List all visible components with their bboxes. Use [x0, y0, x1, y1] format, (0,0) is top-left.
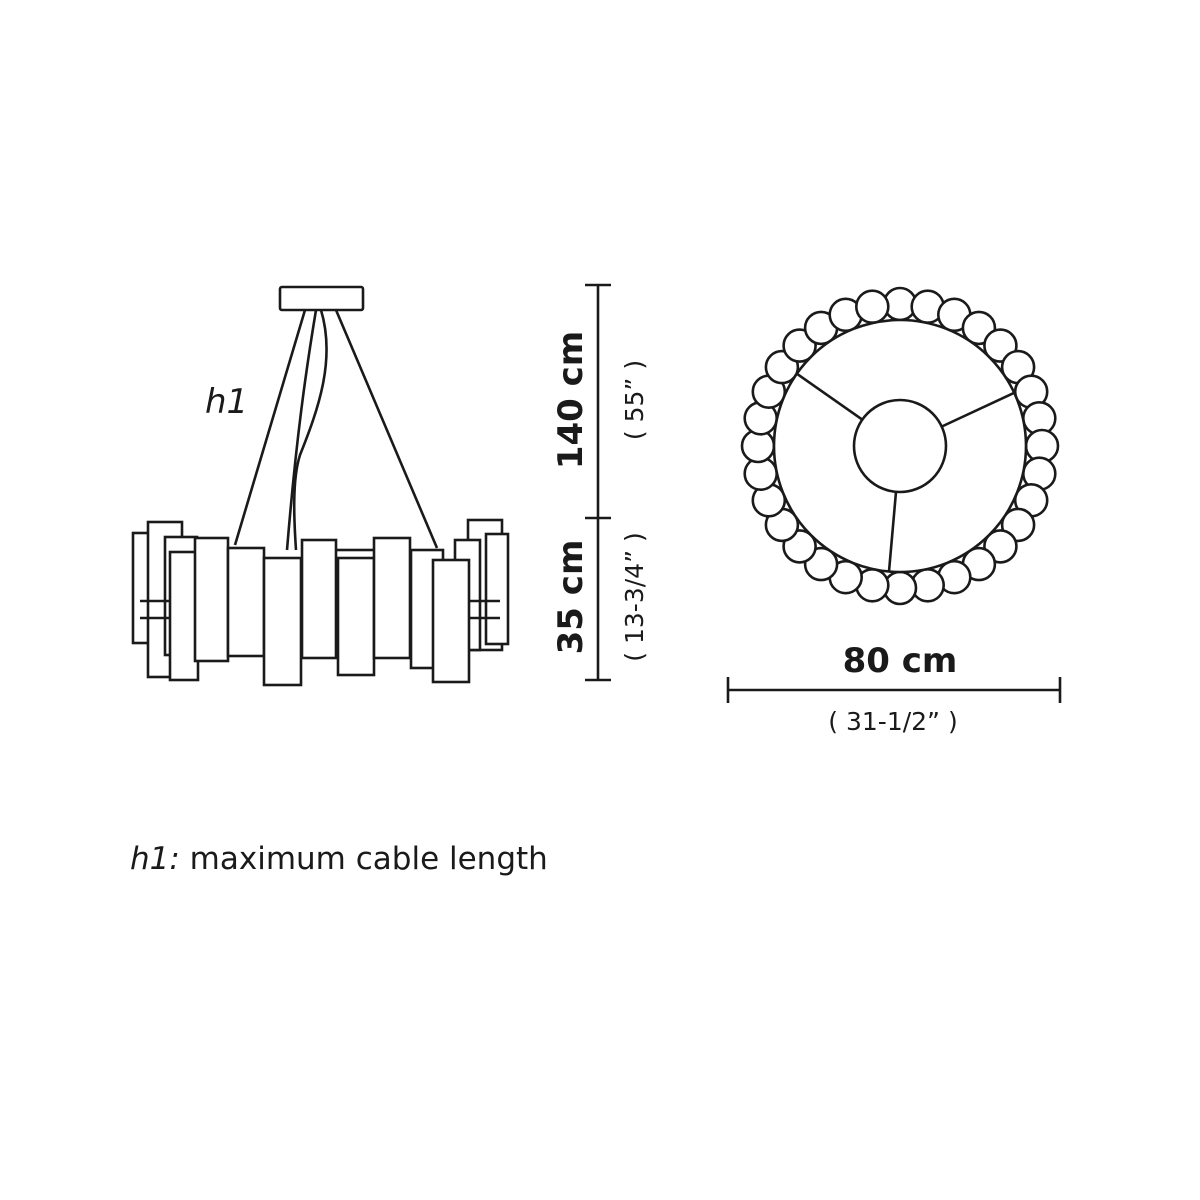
side-view: h1: [131, 285, 510, 687]
horizontal-dimension: 80 cm ( 31-1/2” ): [726, 641, 1062, 736]
arm: [940, 391, 1015, 429]
diameter-metric: 80 cm: [843, 641, 958, 681]
top-view: [740, 286, 1060, 606]
cable-length-metric: 140 cm: [551, 331, 591, 469]
arm: [796, 372, 864, 422]
center-hub: [852, 398, 948, 494]
cable-length-imperial: ( 55” ): [620, 360, 649, 440]
legend-definition: maximum cable length: [180, 841, 548, 877]
body-height-imperial: ( 13-3/4” ): [620, 532, 649, 661]
bead-ring: [740, 286, 1060, 606]
body-height-metric: 35 cm: [551, 540, 591, 655]
diameter-imperial: ( 31-1/2” ): [828, 707, 957, 736]
vertical-dimension: 140 cm ( 55” ) 35 cm ( 13-3/4” ): [551, 283, 649, 682]
legend-term: h1:: [130, 841, 180, 877]
legend-caption: h1: maximum cable length: [130, 841, 548, 877]
cable-label: h1: [205, 382, 248, 422]
arm: [887, 490, 898, 572]
bead: [854, 289, 890, 325]
ceiling-canopy: [278, 285, 365, 312]
support-arms: [796, 372, 1015, 572]
suspension-cables: [233, 309, 439, 551]
front-panels: [168, 536, 471, 687]
